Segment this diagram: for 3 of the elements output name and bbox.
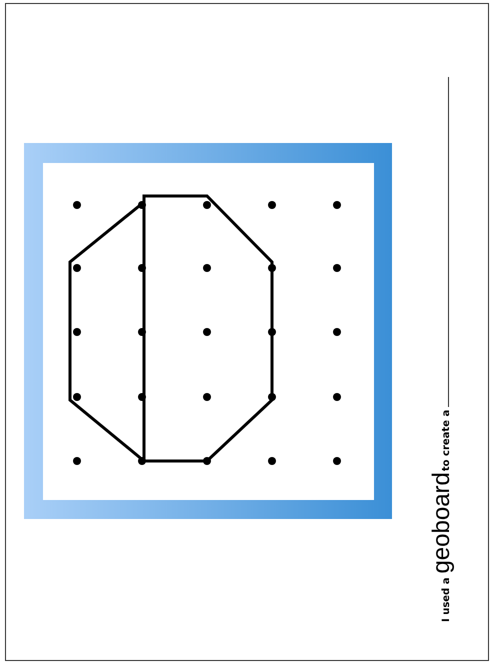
sentence-text: I used a (441, 578, 452, 622)
large-word: geoboard (428, 472, 456, 574)
sentence-text: to create a (441, 410, 452, 472)
